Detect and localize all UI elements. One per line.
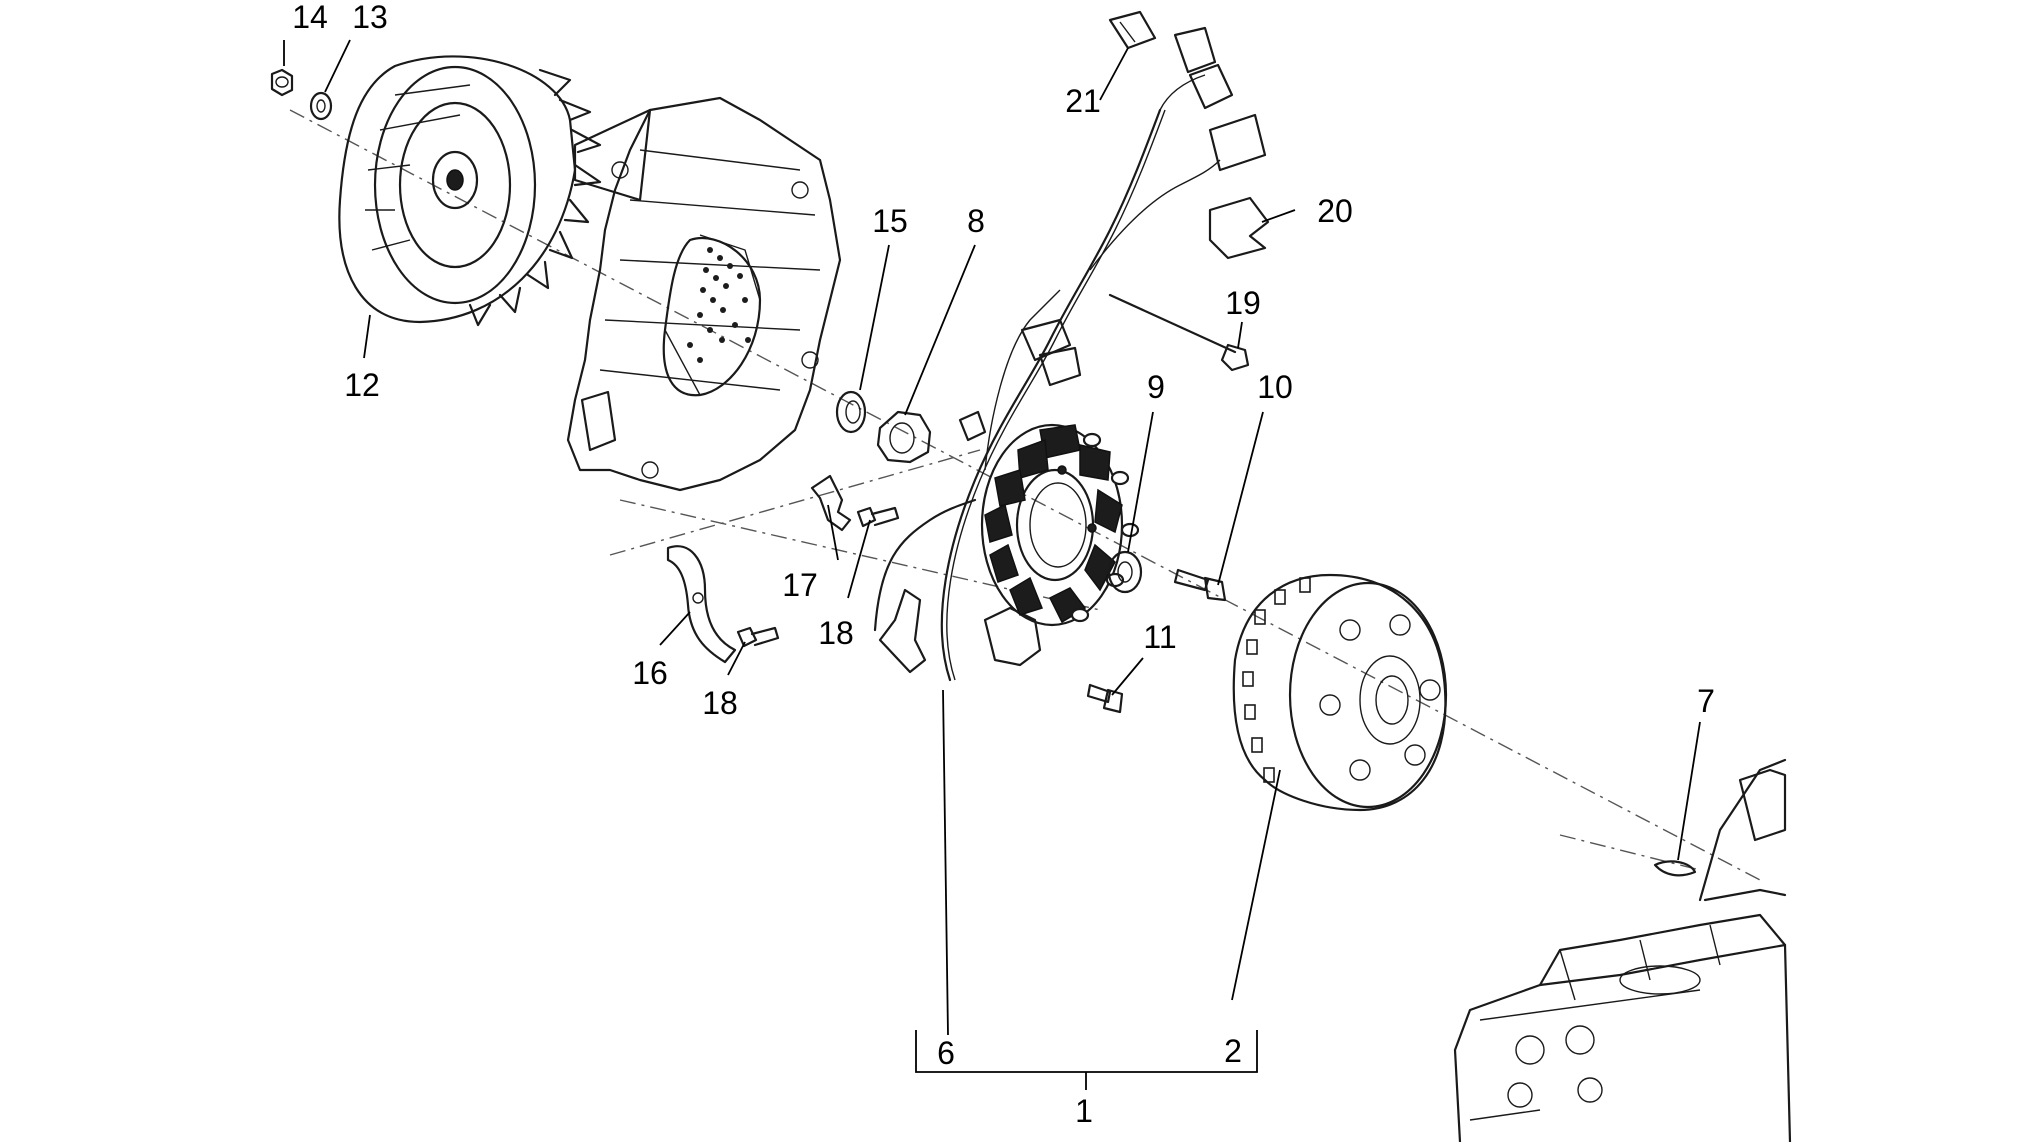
part-nut-14 xyxy=(270,68,294,97)
label-part-1: 1 xyxy=(1075,1093,1093,1129)
part-flywheel-rotor-2 xyxy=(1232,573,1448,812)
label-part-16: 16 xyxy=(632,655,668,691)
part-key-7 xyxy=(1653,860,1697,877)
part-cable-tie-19 xyxy=(1108,293,1250,372)
part-washer-9 xyxy=(1107,550,1143,594)
part-seal-15 xyxy=(835,390,867,434)
label-part-9: 9 xyxy=(1147,369,1165,405)
part-washer-13 xyxy=(309,91,333,121)
leader-lines xyxy=(283,39,1701,1090)
part-nut-8 xyxy=(876,410,932,464)
part-bracket-16 xyxy=(666,545,737,664)
label-part-14: 14 xyxy=(292,0,328,35)
part-clip-21 xyxy=(1108,10,1157,50)
callout-labels: 14 13 12 15 8 21 20 19 9 10 11 17 18 16 … xyxy=(292,0,1715,1129)
part-screw-18-lower xyxy=(736,626,780,648)
label-part-2: 2 xyxy=(1224,1033,1242,1069)
label-part-13: 13 xyxy=(352,0,388,35)
label-part-20: 20 xyxy=(1317,193,1353,229)
label-part-18-lower: 18 xyxy=(702,685,738,721)
label-part-10: 10 xyxy=(1257,369,1293,405)
label-part-18-upper: 18 xyxy=(818,615,854,651)
label-part-17: 17 xyxy=(782,567,818,603)
label-part-7: 7 xyxy=(1697,683,1715,719)
label-part-15: 15 xyxy=(872,203,908,239)
part-clip-20 xyxy=(1208,196,1270,260)
label-part-8: 8 xyxy=(967,203,985,239)
part-bracket-17 xyxy=(810,474,852,532)
part-screw-11 xyxy=(1086,683,1124,714)
part-stator xyxy=(980,423,1140,627)
part-crankcase-cover xyxy=(566,96,842,492)
label-part-19: 19 xyxy=(1225,285,1261,321)
label-part-6: 6 xyxy=(937,1035,955,1071)
part-bolt-10 xyxy=(1173,568,1227,602)
assembly-axes xyxy=(289,109,1761,881)
part-engine-block xyxy=(1453,758,1792,1142)
label-part-11: 11 xyxy=(1143,619,1176,655)
label-part-21: 21 xyxy=(1065,83,1101,119)
label-part-12: 12 xyxy=(344,367,380,403)
part-cooling-fan-12 xyxy=(338,55,602,327)
part-wiring-harness-6 xyxy=(873,26,1267,682)
part-screw-18-upper xyxy=(856,506,900,528)
